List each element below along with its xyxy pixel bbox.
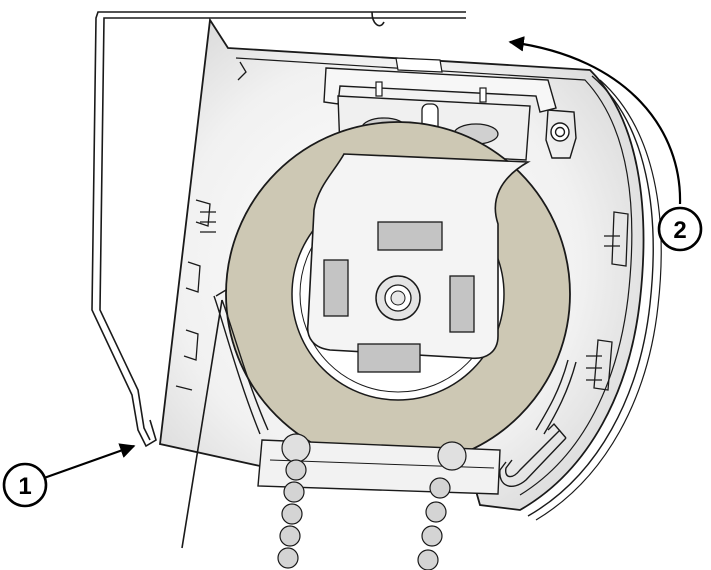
bottom-hook-channel: [499, 422, 567, 488]
left-edge-slots: [175, 61, 247, 391]
mounting-plate: [306, 153, 531, 373]
plate-window-top: [377, 221, 443, 251]
callout-2-circle: [657, 206, 703, 252]
bead-chain-right: [417, 477, 451, 570]
callout-1-circle: [2, 462, 48, 508]
bead-chain-left: [277, 459, 307, 569]
plate-window-right: [449, 275, 475, 333]
arrow-two-icon: [508, 36, 682, 205]
plate-window-bottom: [357, 343, 421, 373]
top-clip-catch: [545, 109, 577, 159]
callout-1-label: 1: [18, 473, 31, 500]
lower-guide-rail: [213, 289, 577, 435]
housing-inner-edge: [235, 57, 633, 496]
callout-2: 2: [508, 36, 703, 252]
arrow-one-icon: [43, 443, 136, 480]
mounting-rail: [91, 11, 466, 448]
pull-cord: [181, 299, 223, 549]
plate-window-left: [323, 259, 349, 317]
callout-2-label: 2: [673, 217, 686, 244]
right-edge-slots: [586, 211, 629, 391]
callout-1: 1: [2, 443, 136, 508]
housing-curved-lip: [527, 75, 654, 517]
